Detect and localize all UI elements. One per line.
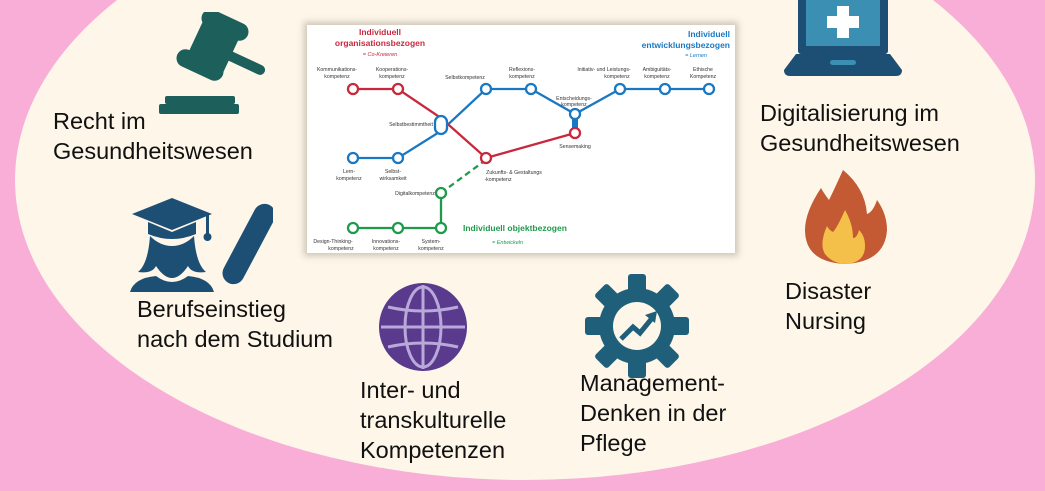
node-system: [434, 221, 448, 235]
flame-icon: [805, 170, 887, 264]
node-kooperation: [391, 82, 405, 96]
topic-line: Kompetenzen: [360, 437, 506, 463]
laptop-medical-icon: [784, 0, 902, 76]
topic-line: Recht im: [53, 108, 146, 134]
node-innovation: [391, 221, 405, 235]
label-ambiguitaet-2: kompetenz: [644, 74, 670, 80]
graduate-diploma-icon: [130, 198, 273, 292]
topic-line: nach dem Studium: [137, 326, 333, 352]
topic-line: Berufseinstieg: [137, 296, 286, 322]
label-digital: Digitalkompetenz: [395, 191, 435, 197]
heading-obj-sub: = Entwickeln: [492, 240, 523, 246]
topic-berufseinstieg: Berufseinstieg nach dem Studium: [137, 294, 333, 354]
topic-line: Disaster: [785, 278, 872, 304]
heading-org-line2: organisationsbezogen: [335, 38, 425, 48]
topic-recht-im-gesundheitswesen: Recht im Gesundheitswesen: [53, 106, 253, 166]
label-initiativ-2: kompetenz: [604, 74, 630, 80]
node-ambiguitaet: [658, 82, 672, 96]
node-kommunikation: [346, 82, 360, 96]
node-ethisch: [702, 82, 716, 96]
topic-digitalisierung: Digitalisierung im Gesundheitswesen: [760, 98, 960, 158]
label-reflexion-1: Reflexions-: [509, 67, 535, 73]
heading-dev-sub: = Lernen: [685, 53, 707, 59]
node-zukunft: [479, 151, 493, 165]
gear-growth-icon: [585, 274, 689, 378]
label-reflexion-2: kompetenz: [509, 74, 535, 80]
competence-metro-diagram: Individuell organisationsbezogen = Co-Kr…: [307, 25, 735, 253]
topic-line: transkulturelle: [360, 407, 507, 433]
gavel-icon: [159, 12, 266, 114]
label-ethisch-2: Kompetenz: [690, 74, 717, 80]
label-kooperation-1: Kooperations-: [376, 67, 409, 73]
node-selbstkompetenz: [479, 82, 493, 96]
topic-line: Gesundheitswesen: [760, 130, 960, 156]
node-lern: [346, 151, 360, 165]
label-innovation-2: kompetenz: [373, 246, 399, 252]
label-system-2: kompetenz: [418, 246, 444, 252]
heading-org-line1: Individuell: [359, 27, 401, 37]
label-initiativ-1: Initiativ- und Leistungs-: [577, 67, 631, 73]
label-zukunft-2: -kompetenz: [484, 177, 512, 183]
label-selbstkompetenz: Selbstkompetenz: [445, 75, 485, 81]
node-initiativ: [613, 82, 627, 96]
label-system-1: System-: [421, 239, 440, 245]
topic-line: Digitalisierung im: [760, 100, 939, 126]
label-ambiguitaet-1: Ambiguitäts-: [643, 67, 672, 73]
label-entscheidung-1: Entscheidungs-: [556, 96, 592, 102]
label-lern-2: kompetenz: [336, 176, 362, 182]
topic-management-denken: Management- Denken in der Pflege: [580, 368, 726, 458]
topic-line: Gesundheitswesen: [53, 138, 253, 164]
topic-line: Pflege: [580, 430, 647, 456]
topic-line: Nursing: [785, 308, 866, 334]
node-selbstbestimmtheit: [433, 114, 449, 136]
node-sensemaking: [568, 126, 582, 140]
heading-dev-line1: Individuell: [688, 29, 730, 39]
label-selbstwirksamkeit-2: wirksamkeit: [379, 176, 407, 182]
globe-icon: [379, 283, 467, 371]
label-selbstbestimmtheit: Selbstbestimmtheit: [389, 122, 433, 128]
label-entscheidung-2: kompetenz: [561, 102, 587, 108]
green-dashed-link: [440, 161, 484, 194]
label-lern-1: Lern-: [343, 169, 355, 175]
green-line: [353, 193, 443, 230]
heading-dev-line2: entwicklungsbezogen: [642, 40, 730, 50]
node-digital: [434, 186, 448, 200]
red-line: [353, 87, 576, 160]
topic-line: Management-: [580, 370, 725, 396]
label-sensemaking: Sensemaking: [559, 144, 591, 150]
label-ethisch-1: Ethische: [693, 67, 713, 73]
label-zukunft-1: Zukunfts- & Gestaltungs: [486, 170, 542, 176]
topic-line: Inter- und: [360, 377, 461, 403]
node-designthinking: [346, 221, 360, 235]
label-kommunikation-1: Kommunikations-: [317, 67, 357, 73]
node-reflexion: [524, 82, 538, 96]
label-designthinking-1: Design-Thinking-: [313, 239, 352, 245]
topic-line: Denken in der: [580, 400, 727, 426]
label-innovation-1: Innovations-: [372, 239, 401, 245]
heading-obj: Individuell objektbezogen: [463, 223, 567, 233]
node-entscheidung: [568, 107, 582, 121]
label-designthinking-2: kompetenz: [328, 246, 354, 252]
label-selbstwirksamkeit-1: Selbst-: [385, 169, 401, 175]
topic-disaster-nursing: Disaster Nursing: [785, 276, 871, 336]
label-kommunikation-2: kompetenz: [324, 74, 350, 80]
topic-inter-transkulturell: Inter- und transkulturelle Kompetenzen: [360, 375, 506, 465]
heading-org-sub: = Co-Kreieren: [363, 52, 397, 58]
label-kooperation-2: kompetenz: [379, 74, 405, 80]
node-selbstwirksamkeit: [391, 151, 405, 165]
